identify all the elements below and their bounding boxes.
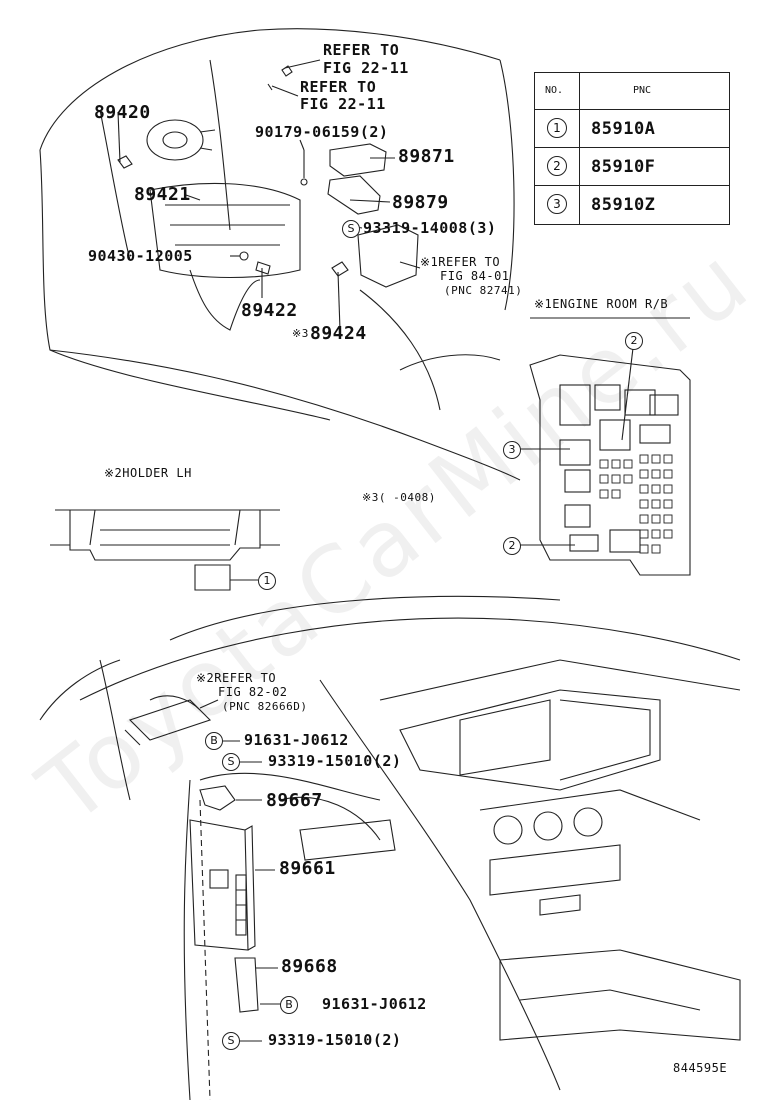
pnc-82741-ref: (PNC 82741) [444,284,523,297]
part-89424[interactable]: 89424 [310,323,367,344]
part-89667[interactable]: 89667 [266,790,323,811]
pnc-table-header-pnc: PNC [633,85,652,96]
date-note: ※3( -0408) [362,491,436,504]
part-93319-14008[interactable]: 93319-14008(3) [363,219,497,237]
table-row[interactable]: 1 85910A [535,109,729,139]
refer-to-label-1: REFER TO [323,41,400,59]
engine-bay-drawing [39,28,690,481]
part-90179-06159[interactable]: 90179-06159(2) [255,123,389,141]
holder-lh-caption: ※2HOLDER LH [104,466,192,480]
part-91631-j0612-a[interactable]: 91631-J0612 [244,731,349,749]
refer-to-label-2: REFER TO [300,78,377,96]
pnc-table-header-no: NO. [545,85,564,96]
part-89420[interactable]: 89420 [94,102,151,123]
engine-room-rb-caption: ※1ENGINE ROOM R/B [534,297,669,311]
pnc-82666d-ref: (PNC 82666D) [222,700,308,713]
part-89879[interactable]: 89879 [392,192,449,213]
callout-2-top: 2 [625,332,643,350]
screw-symbol-2: S [222,753,240,771]
part-91631-j0612-b[interactable]: 91631-J0612 [322,995,427,1013]
screw-symbol-1: S [342,220,360,238]
row-number: 1 [547,118,567,138]
row-pnc: 85910F [591,157,656,177]
row-pnc: 85910A [591,119,656,139]
fig-82-02-ref[interactable]: FIG 82-02 [218,685,288,699]
row-number: 3 [547,194,567,214]
fig-22-11-ref-2[interactable]: FIG 22-11 [300,95,386,113]
callout-2-bottom: 2 [503,537,521,555]
part-89421[interactable]: 89421 [134,184,191,205]
table-row[interactable]: 3 85910Z [535,185,729,215]
pnc-table: NO. PNC 1 85910A 2 85910F 3 85910Z [534,72,730,225]
dashboard-drawing [39,595,741,1101]
bolt-symbol-2: B [280,996,298,1014]
pnc-table-divider [579,73,580,224]
table-row[interactable]: 2 85910F [535,147,729,177]
callout-1: 1 [258,572,276,590]
diagram-code: 844595E [673,1061,728,1075]
holder-lh-drawing [50,509,280,591]
part-93319-15010-a[interactable]: 93319-15010(2) [268,752,402,770]
screw-symbol-3: S [222,1032,240,1050]
fig-84-01-ref[interactable]: FIG 84-01 [440,269,510,283]
part-89661[interactable]: 89661 [279,858,336,879]
part-89422[interactable]: 89422 [241,300,298,321]
row-number: 2 [547,156,567,176]
mark-3-89424: ※3 [292,327,309,340]
part-90430-12005[interactable]: 90430-12005 [88,247,193,265]
refer-to-84-line1: ※1REFER TO [420,255,501,269]
bolt-symbol-1: B [205,732,223,750]
part-89668[interactable]: 89668 [281,956,338,977]
row-pnc: 85910Z [591,195,656,215]
refer-to-82-line1: ※2REFER TO [196,671,277,685]
part-89871[interactable]: 89871 [398,146,455,167]
engine-room-rb-drawing [520,347,691,576]
fig-22-11-ref-1[interactable]: FIG 22-11 [323,59,409,77]
callout-3: 3 [503,441,521,459]
part-93319-15010-b[interactable]: 93319-15010(2) [268,1031,402,1049]
